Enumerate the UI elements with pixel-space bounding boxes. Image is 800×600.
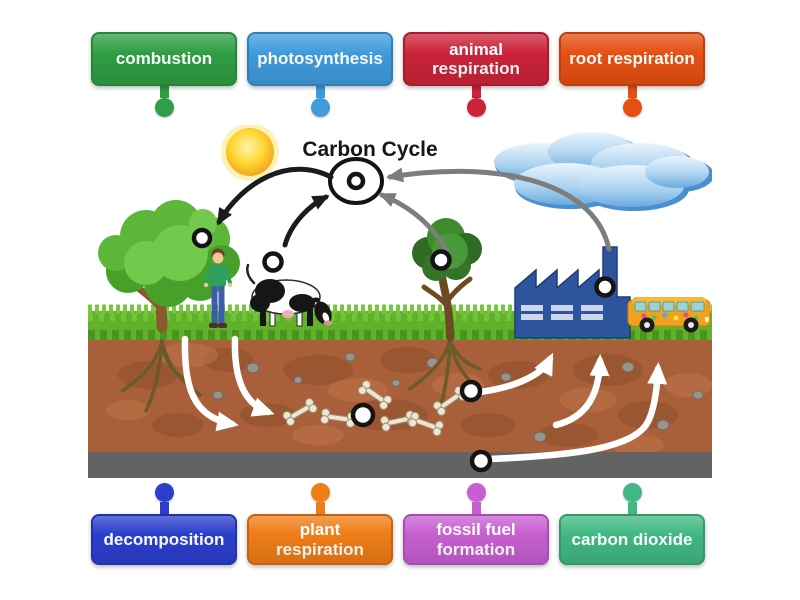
label-root-respiration[interactable]: root respiration xyxy=(559,32,705,86)
label-group-fossil-fuel-formation: fossil fuel formation xyxy=(403,483,549,565)
label-connector-stem xyxy=(471,502,481,514)
cycle-arrows xyxy=(216,166,612,253)
label-group-photosynthesis: photosynthesis xyxy=(247,32,393,117)
label-connector-dot xyxy=(466,483,486,502)
label-connector-stem xyxy=(315,502,325,514)
label-group-carbon-dioxide: carbon dioxide xyxy=(559,483,705,565)
label-combustion[interactable]: combustion xyxy=(91,32,237,86)
clouds-icon xyxy=(494,132,712,211)
label-connector-dot xyxy=(310,483,330,502)
person xyxy=(203,248,233,328)
pin-fossil-fuel-layer[interactable] xyxy=(469,449,493,473)
pin-cow[interactable] xyxy=(262,251,284,273)
label-connector-dot xyxy=(622,483,642,502)
white-flow-arrows xyxy=(181,335,668,463)
label-carbon-dioxide[interactable]: carbon dioxide xyxy=(559,514,705,565)
label-connector-stem xyxy=(471,86,481,98)
label-connector-dot xyxy=(622,98,642,117)
sun-icon xyxy=(221,125,279,181)
label-group-plant-respiration: plant respiration xyxy=(247,483,393,565)
pin-large-tree[interactable] xyxy=(191,227,213,249)
pin-atmosphere-hub[interactable] xyxy=(346,171,366,191)
label-plant-respiration[interactable]: plant respiration xyxy=(247,514,393,565)
soil xyxy=(88,340,712,455)
label-connector-stem xyxy=(627,86,637,98)
fossil-fuel-layer xyxy=(88,452,712,478)
pin-tree-roots[interactable] xyxy=(459,379,483,403)
label-group-combustion: combustion xyxy=(91,32,237,117)
bus xyxy=(627,297,711,333)
label-group-animal-respiration: animal respiration xyxy=(403,32,549,117)
pin-factory-chimney[interactable] xyxy=(594,276,616,298)
cow xyxy=(246,263,333,327)
label-fossil-fuel-formation[interactable]: fossil fuel formation xyxy=(403,514,549,565)
label-connector-dot xyxy=(310,98,330,117)
label-connector-stem xyxy=(627,502,637,514)
label-connector-dot xyxy=(154,98,174,117)
label-connector-stem xyxy=(159,86,169,98)
label-group-decomposition: decomposition xyxy=(91,483,237,565)
label-photosynthesis[interactable]: photosynthesis xyxy=(247,32,393,86)
label-connector-dot xyxy=(154,483,174,502)
pin-small-tree[interactable] xyxy=(430,249,452,271)
bus-graffiti xyxy=(641,312,699,321)
label-group-root-respiration: root respiration xyxy=(559,32,705,117)
factory xyxy=(514,246,631,339)
label-decomposition[interactable]: decomposition xyxy=(91,514,237,565)
label-animal-respiration[interactable]: animal respiration xyxy=(403,32,549,86)
carbon-cycle-diagram: Carbon Cycle xyxy=(88,125,712,478)
label-connector-dot xyxy=(466,98,486,117)
label-connector-stem xyxy=(159,502,169,514)
diagram-title: Carbon Cycle xyxy=(302,138,437,161)
pin-buried-bones[interactable] xyxy=(350,402,376,428)
label-connector-stem xyxy=(315,86,325,98)
